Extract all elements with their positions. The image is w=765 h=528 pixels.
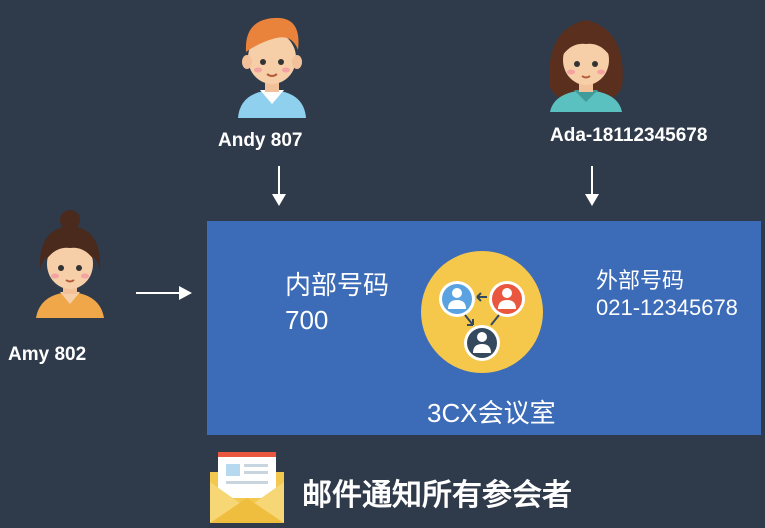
internal-number-label: 内部号码 bbox=[285, 270, 390, 300]
room-name: 3CX会议室 bbox=[427, 398, 556, 428]
arrow-down-ada bbox=[585, 166, 599, 206]
man-avatar-icon bbox=[232, 12, 312, 118]
external-number: 021-12345678 bbox=[596, 295, 738, 320]
conference-room-box: 内部号码 700 外部号码 021-12345678 3CX会议室 bbox=[207, 221, 761, 435]
notification-text: 邮件通知所有参会者 bbox=[302, 479, 572, 512]
mail-envelope-icon bbox=[206, 452, 288, 523]
andy-label: Andy 807 bbox=[218, 130, 303, 151]
conference-group-icon bbox=[421, 251, 543, 373]
internal-number: 700 bbox=[285, 305, 329, 335]
arrow-right-amy bbox=[136, 286, 192, 300]
ada-label: Ada-18112345678 bbox=[550, 125, 708, 146]
arrow-down-andy bbox=[272, 166, 286, 206]
woman-avatar-icon bbox=[540, 10, 632, 112]
woman-bun-avatar-icon bbox=[30, 210, 110, 318]
amy-label: Amy 802 bbox=[8, 344, 87, 365]
external-number-label: 外部号码 bbox=[596, 268, 685, 293]
